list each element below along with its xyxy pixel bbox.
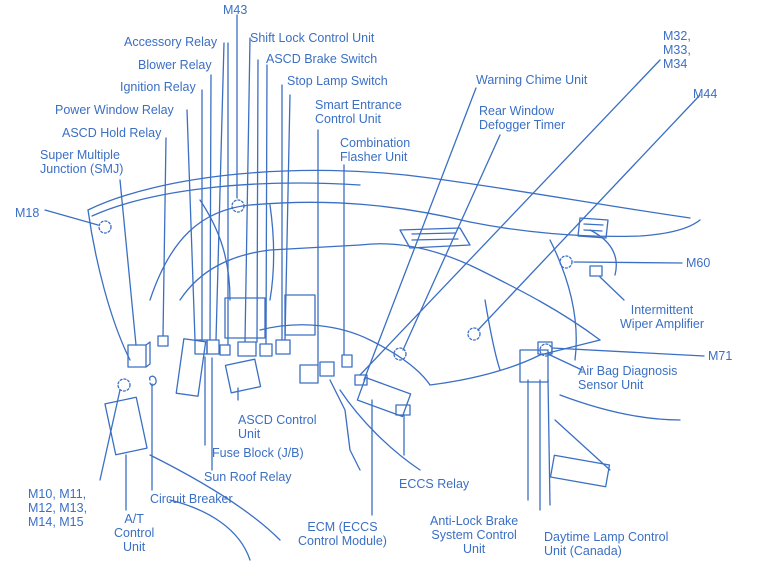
relay-5 (259, 343, 273, 357)
m44-connector (467, 327, 481, 341)
daytime-lamp-shape (549, 454, 611, 488)
eccs-relay-shape (395, 404, 411, 416)
flasher-shape (319, 361, 335, 377)
label-m18: M18 (15, 206, 40, 220)
label-ascd-control-unit: ASCD Control Unit (238, 413, 317, 441)
label-m71: M71 (708, 349, 733, 363)
label-stop-lamp-switch: Stop Lamp Switch (287, 74, 388, 88)
label-combination-flasher-unit: Combination Flasher Unit (340, 136, 411, 164)
label-smj: Super Multiple Junction (SMJ) (40, 148, 124, 176)
label-sun-roof-relay: Sun Roof Relay (204, 470, 292, 484)
abs-shape (519, 349, 549, 383)
ascd-control-unit-shape (224, 358, 262, 394)
label-m60: M60 (686, 256, 711, 270)
label-ascd-hold-relay: ASCD Hold Relay (62, 126, 162, 140)
label-m44: M44 (693, 87, 718, 101)
panel-box-2 (284, 294, 316, 336)
components (98, 199, 611, 488)
label-m43: M43 (223, 3, 248, 17)
label-intermittent-wiper-amplifier: Intermittent Wiper Amplifier (620, 303, 705, 331)
label-ascd-brake-switch: ASCD Brake Switch (266, 52, 378, 66)
label-circuit-breaker: Circuit Breaker (150, 492, 233, 506)
label-ignition-relay: Ignition Relay (120, 80, 196, 94)
dashboard-outline (87, 169, 701, 561)
label-fuse-block: Fuse Block (J/B) (212, 446, 304, 460)
label-m32-m33-m34: M32, M33, M34 (663, 29, 691, 71)
smart-entrance-shape (299, 364, 319, 384)
label-warning-chime-unit: Warning Chime Unit (476, 73, 588, 87)
at-control-unit-shape (104, 396, 148, 456)
label-eccs-relay: ECCS Relay (399, 477, 470, 491)
relay-3 (219, 344, 231, 356)
m43-connector (231, 199, 245, 213)
circuit-breaker-shape (149, 375, 157, 386)
label-accessory-relay: Accessory Relay (124, 35, 218, 49)
relay-2 (206, 339, 220, 355)
label-blower-relay: Blower Relay (138, 58, 212, 72)
label-ecm: ECM (ECCS Control Module) (298, 520, 387, 548)
label-air-bag-diagnosis-sensor-unit: Air Bag Diagnosis Sensor Unit (578, 364, 678, 392)
wiper-amp-shape (589, 265, 603, 277)
label-m10-m15: M10, M11, M12, M13, M14, M15 (28, 487, 88, 529)
chime-shape (354, 374, 368, 386)
label-daytime-lamp-control-unit: Daytime Lamp Control Unit (Canada) (544, 530, 669, 558)
label-shift-lock-control-unit: Shift Lock Control Unit (250, 31, 375, 45)
m71-connector (539, 343, 553, 357)
flasher-shape-2 (341, 354, 353, 368)
label-rear-window-defogger-timer: Rear Window Defogger Timer (479, 104, 566, 132)
m18-connector (98, 220, 112, 234)
label-power-window-relay: Power Window Relay (55, 103, 174, 117)
ascd-hold-relay-shape (157, 335, 169, 347)
relay-6 (275, 339, 291, 355)
label-abs-control-unit: Anti-Lock Brake System Control Unit (430, 514, 519, 556)
m32-connector (393, 347, 407, 361)
m10-connector (117, 378, 131, 392)
label-at-control-unit: A/T Control Unit (114, 512, 155, 554)
smj-box (127, 344, 147, 368)
relay-4 (237, 341, 257, 357)
m60-connector (559, 255, 573, 269)
ecm-shape (356, 376, 412, 418)
label-smart-entrance-control-unit: Smart Entrance Control Unit (315, 98, 402, 126)
leader-lines (44, 14, 705, 516)
fuse-block-shape (175, 338, 207, 397)
